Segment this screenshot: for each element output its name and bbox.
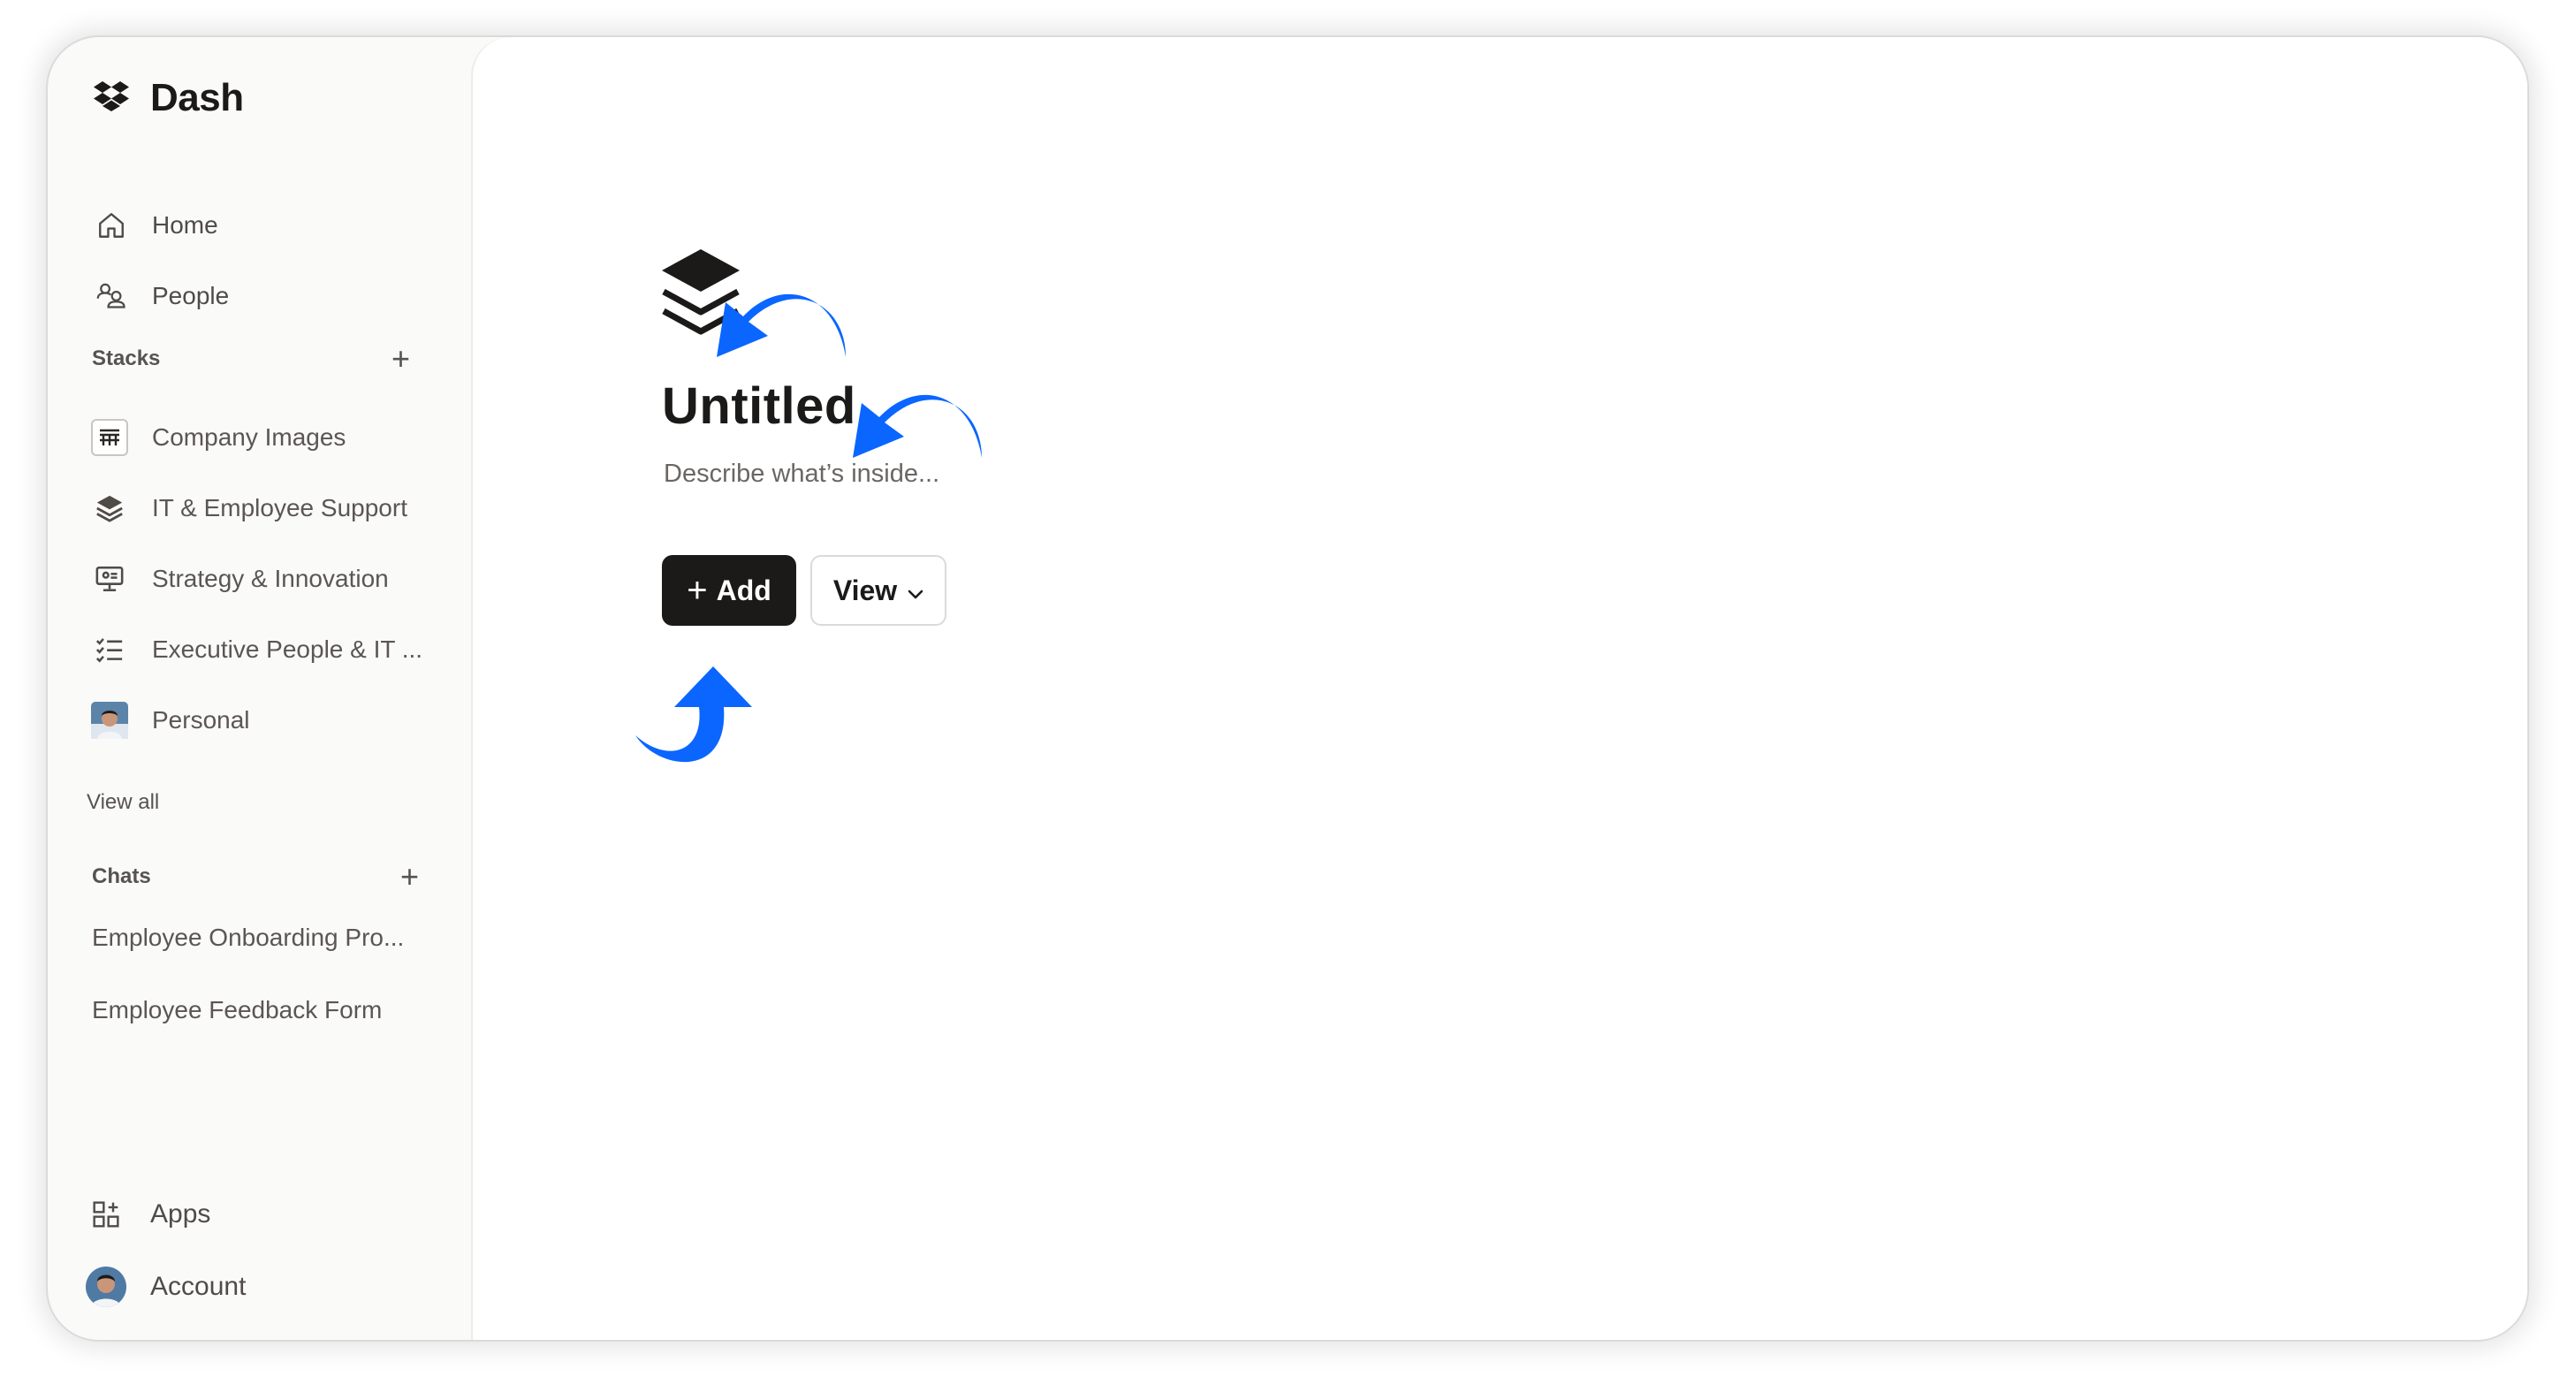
curved-arrow-icon (853, 394, 982, 458)
stack-editor: Untitled Describe what’s inside... + Add… (472, 37, 2527, 1340)
chats-header: Chats + (92, 861, 419, 893)
view-all-link[interactable]: View all (87, 790, 160, 814)
app-name: Dash (150, 76, 244, 119)
view-dropdown-button[interactable]: View (810, 555, 946, 626)
stacks-header: Stacks + (92, 343, 410, 375)
stack-item-executive-people-it[interactable]: Executive People & IT ... (90, 628, 422, 672)
avatar-thumbnail (90, 701, 129, 740)
stack-label: Company Images (152, 423, 346, 451)
nav-home[interactable]: Home (94, 203, 218, 247)
app-window: Dash Home People Stacks + Company Images (48, 37, 2527, 1340)
chat-item[interactable]: Employee Onboarding Pro... (92, 924, 405, 951)
apps-label: Apps (150, 1199, 211, 1229)
account-button[interactable]: Account (85, 1266, 246, 1308)
checklist-icon (90, 630, 129, 669)
stack-item-company-images[interactable]: Company Images (90, 415, 346, 460)
brand[interactable]: Dash (94, 76, 244, 120)
apps-button[interactable]: Apps (85, 1193, 210, 1236)
gallery-icon (90, 418, 129, 457)
chevron-down-icon (908, 574, 923, 607)
stack-title[interactable]: Untitled (662, 377, 856, 435)
add-button[interactable]: + Add (662, 555, 796, 626)
view-button-label: View (832, 574, 898, 606)
account-label: Account (150, 1272, 247, 1301)
add-button-label: Add (716, 574, 771, 606)
add-chat-icon[interactable]: + (399, 858, 419, 894)
people-icon (94, 278, 129, 314)
account-avatar (85, 1266, 127, 1308)
dropbox-logo-icon (94, 80, 129, 116)
stack-label: Personal (152, 706, 250, 734)
chats-heading: Chats (92, 864, 151, 888)
add-stack-icon[interactable]: + (391, 340, 410, 377)
stack-item-strategy-innovation[interactable]: Strategy & Innovation (90, 557, 389, 601)
stack-label: Executive People & IT ... (152, 635, 423, 663)
chat-item[interactable]: Employee Feedback Form (92, 996, 383, 1023)
stack-item-it-employee-support[interactable]: IT & Employee Support (90, 486, 407, 530)
apps-grid-icon (85, 1193, 127, 1236)
stacks-heading: Stacks (92, 346, 161, 370)
nav-people-label: People (152, 282, 230, 309)
nav-people[interactable]: People (94, 274, 229, 318)
stack-description-input[interactable]: Describe what’s inside... (664, 460, 940, 488)
stack-label: IT & Employee Support (152, 494, 407, 521)
nav-home-label: Home (152, 211, 218, 239)
sidebar: Dash Home People Stacks + Company Images (48, 37, 472, 1340)
plus-icon: + (687, 571, 708, 610)
stack-label: Strategy & Innovation (152, 565, 389, 592)
layers-icon (90, 489, 129, 528)
home-icon (94, 208, 129, 243)
presentation-icon (90, 559, 129, 598)
curved-arrow-icon (717, 293, 846, 357)
curved-arrow-icon (635, 666, 752, 763)
stack-item-personal[interactable]: Personal (90, 698, 250, 742)
